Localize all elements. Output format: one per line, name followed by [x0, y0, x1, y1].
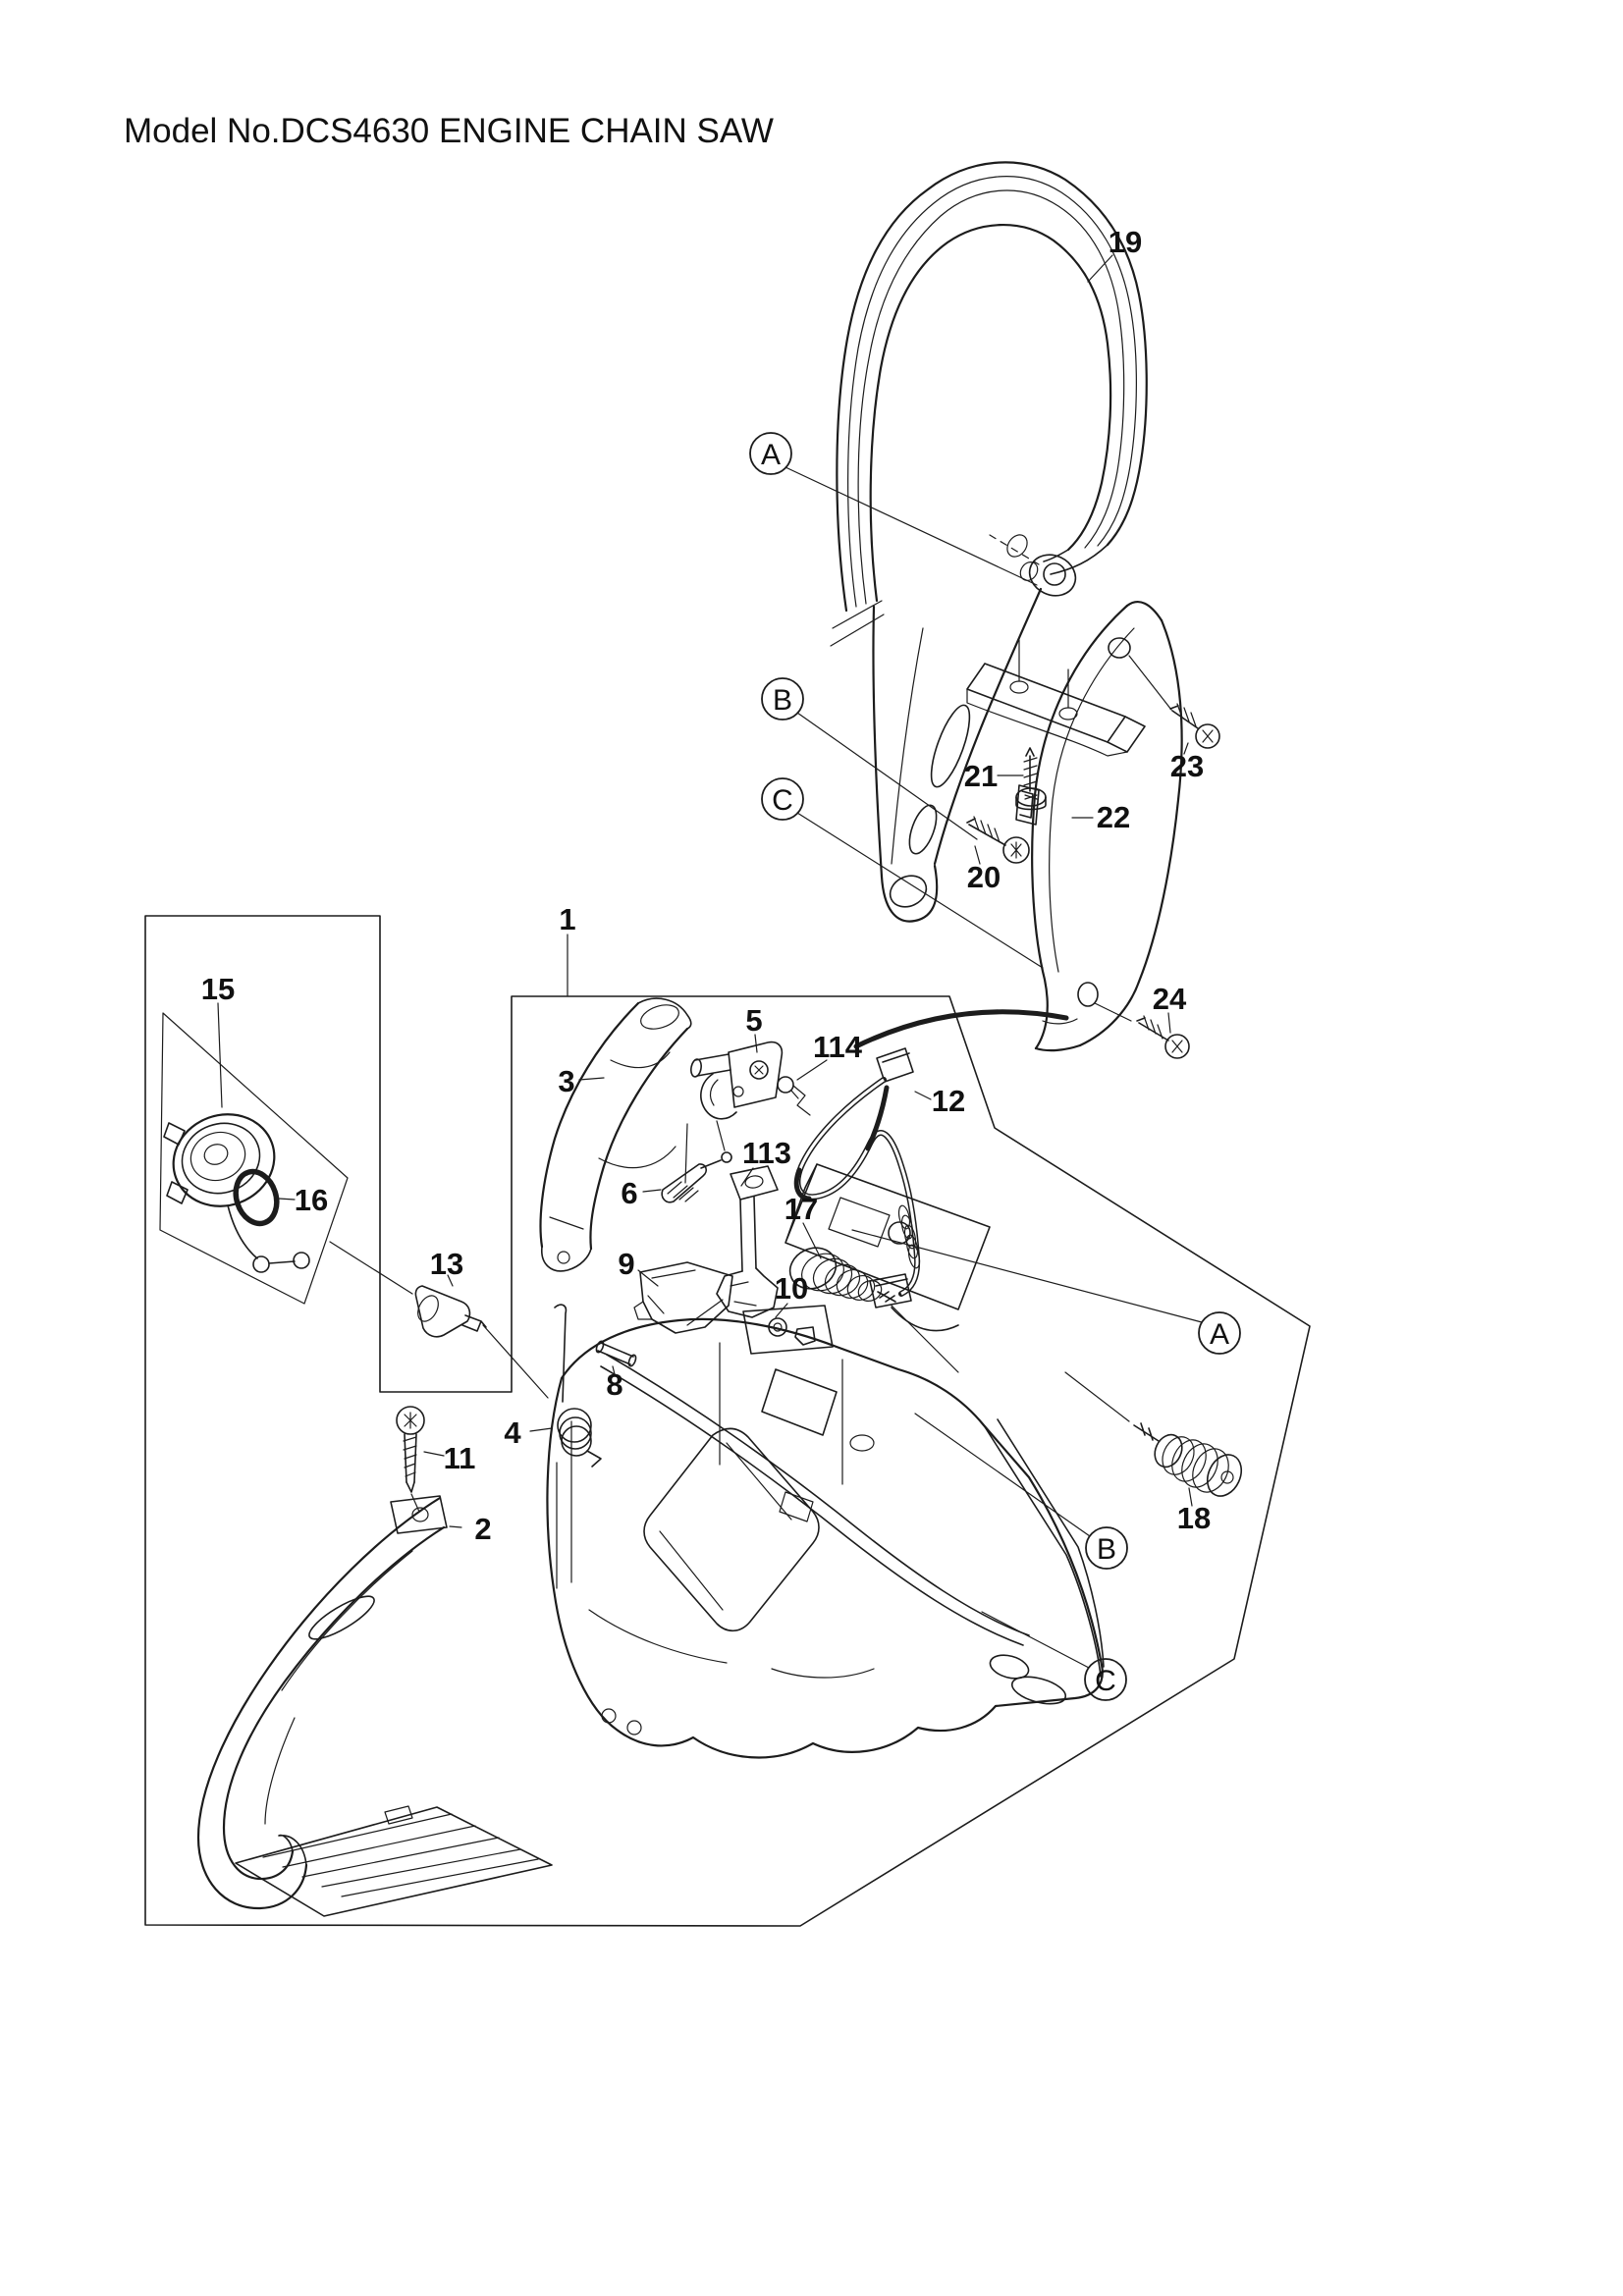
callout-circle [749, 432, 792, 475]
part-113-link-drawing [716, 1165, 779, 1318]
part-label-8: 8 [606, 1367, 622, 1402]
callout-a-0: A [749, 432, 792, 475]
callout-a-3: A [1198, 1311, 1241, 1355]
part-label-11: 11 [444, 1441, 476, 1475]
callout-circle [761, 677, 804, 721]
callout-letter: C [1095, 1665, 1116, 1697]
part-15-fuel-cap-drawing [163, 1113, 310, 1273]
handle-fixing-plate-drawing [966, 639, 1146, 757]
part-20-screw-drawing [966, 816, 1030, 864]
callout-c-5: C [1084, 1658, 1127, 1701]
part-label-1: 1 [559, 902, 575, 936]
part-label-4: 4 [504, 1415, 521, 1450]
callout-b-4: B [1085, 1526, 1128, 1570]
reference-callouts: A B C A B C [749, 432, 1241, 1701]
callout-c-2: C [761, 777, 804, 821]
part-23-screw-drawing [1169, 703, 1220, 749]
part-8-pin-drawing [595, 1340, 637, 1367]
part-label-114: 114 [813, 1030, 863, 1064]
part-label-22: 22 [1097, 800, 1130, 834]
part-4-spring-drawing [554, 1304, 602, 1468]
part-label-17: 17 [784, 1192, 818, 1226]
part-label-3: 3 [558, 1064, 574, 1098]
callout-letter: B [773, 684, 792, 717]
callout-circle [761, 777, 804, 821]
part-label-18: 18 [1177, 1501, 1211, 1535]
part-9-bracket-drawing [633, 1261, 733, 1334]
callout-b-1: B [761, 677, 804, 721]
callout-circle [1084, 1658, 1127, 1701]
part-1-housing-drawing [546, 1163, 1105, 1759]
callout-circle [1085, 1526, 1128, 1570]
callout-circle [1198, 1311, 1241, 1355]
part-label-20: 20 [967, 860, 1001, 894]
callout-letter: A [1210, 1318, 1229, 1351]
part-label-23: 23 [1170, 749, 1204, 783]
part-label-9: 9 [618, 1247, 634, 1281]
part-label-13: 13 [430, 1247, 463, 1281]
part-label-19: 19 [1109, 225, 1142, 259]
part-label-5: 5 [745, 1003, 762, 1038]
part-18-plug-drawing [1133, 1422, 1243, 1497]
bottom-ribbed-plate-drawing [235, 1805, 553, 1917]
part-label-10: 10 [775, 1271, 808, 1306]
part-label-16: 16 [295, 1183, 328, 1217]
part-10-plate-drawing [742, 1305, 834, 1355]
part-16-o-ring-drawing [233, 1168, 280, 1227]
part-6-spring-drawing [661, 1120, 732, 1203]
part-22-cover-drawing [1015, 601, 1183, 1052]
part-label-24: 24 [1153, 982, 1187, 1016]
enclosure-outline [144, 915, 1311, 1927]
leader-lines [217, 254, 1203, 1669]
part-label-113: 113 [742, 1136, 791, 1170]
page-title: Model No.DCS4630 ENGINE CHAIN SAW [124, 112, 774, 150]
part-5-trigger-drawing [690, 1041, 784, 1120]
part-2-guard-drawing [196, 1495, 448, 1910]
part-label-15: 15 [201, 972, 235, 1006]
part-19-top-handle-drawing [830, 161, 1148, 923]
part-label-21: 21 [964, 759, 998, 793]
part-12-throttle-cable-drawing [792, 1009, 1069, 1332]
part-11-screw-drawing [396, 1406, 425, 1493]
part-label-12: 12 [932, 1084, 965, 1118]
part-label-2: 2 [474, 1512, 491, 1546]
callout-letter: C [772, 784, 793, 817]
part-label-6: 6 [621, 1176, 637, 1210]
part-114-pin-drawing [777, 1076, 799, 1099]
callout-letter: B [1097, 1533, 1116, 1566]
part-24-screw-drawing [1136, 1015, 1190, 1059]
part-13-fuel-filter-drawing [414, 1285, 487, 1338]
callout-letter: A [761, 439, 781, 471]
part-3-hand-guard-drawing [539, 997, 692, 1272]
